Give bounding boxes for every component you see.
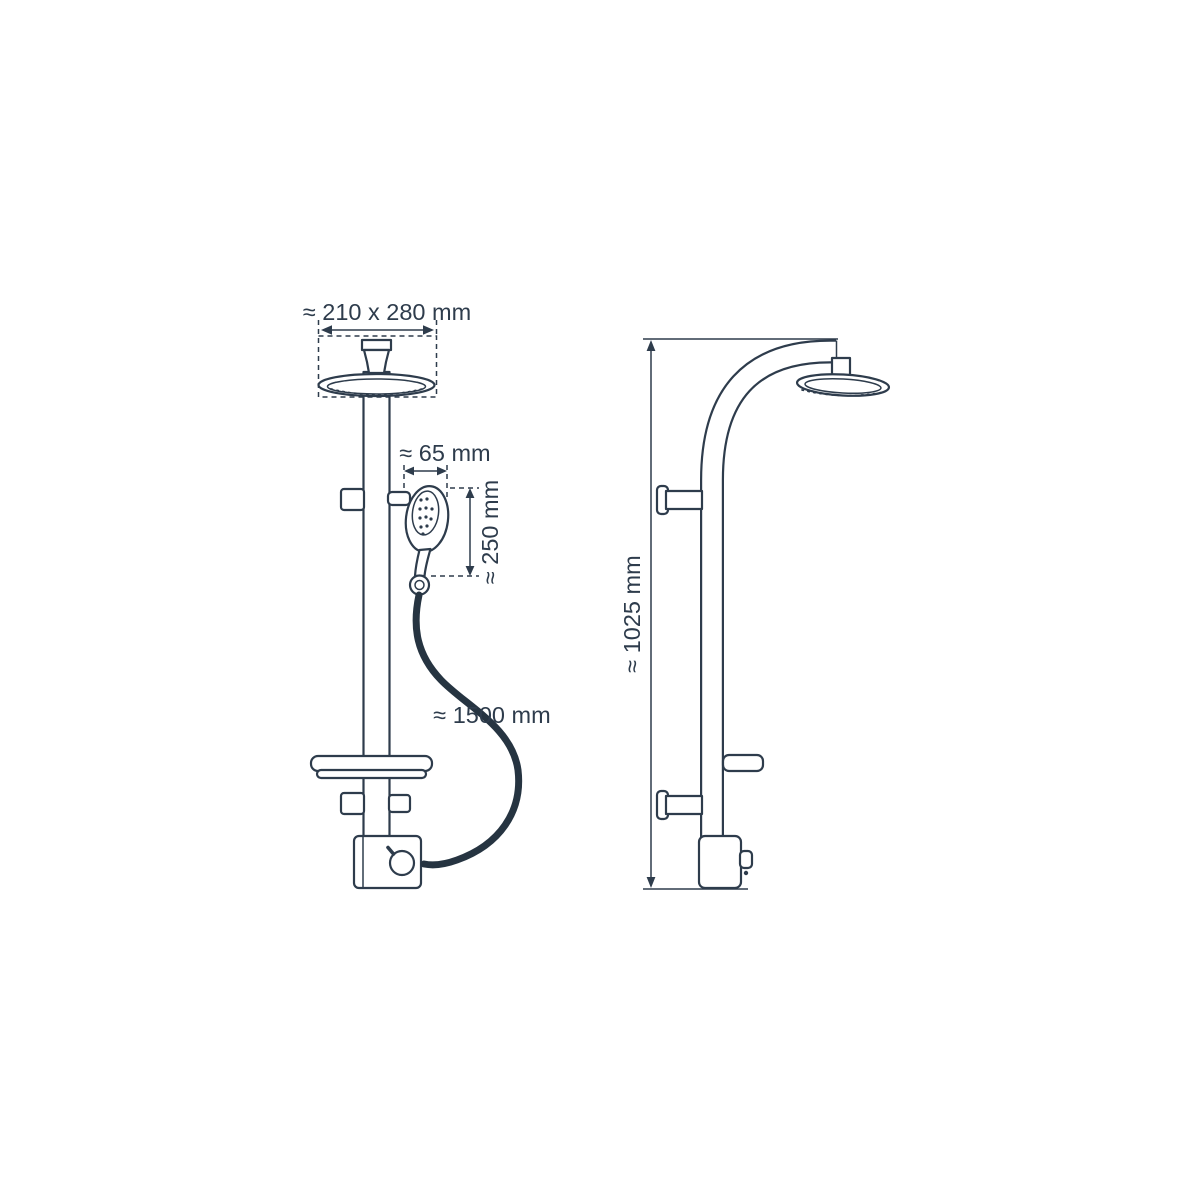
mixer-valve-front [352,834,423,890]
arrowhead-right [437,466,447,476]
hose-length-label: ≈ 1500 mm [433,702,550,728]
hose-curve [412,591,523,869]
front-view: ≈ 210 x 280 mm [303,299,551,890]
pipe-fill [702,341,836,880]
hand-width-label: ≈ 65 mm [399,440,490,466]
hand-shower [404,485,450,596]
wall-bracket-upper-front [339,487,366,512]
wall-bracket-upper-side [655,484,704,516]
rain-head-rim-side [804,377,882,395]
mixer-valve-side [697,834,754,890]
rain-head-rim [326,378,427,395]
hand-length-label: ≈ 250 mm [477,480,503,584]
valve-detail-dot [743,870,749,876]
arrowhead-left [404,466,414,476]
rain-shower-head-front [317,338,436,398]
pipe-outline [700,339,836,880]
shower-hose: ≈ 1500 mm [412,591,551,869]
valve-lever [386,845,396,856]
arrowhead-top [465,488,475,498]
valve-knob-side [738,849,754,870]
hand-shower-nozzles [418,497,434,536]
wall-bracket-lower-side [655,789,704,821]
dimension-total-height: ≈ 1025 mm [619,338,838,890]
side-view: ≈ 1025 mm [619,338,891,890]
dimension-overhead-size: ≈ 210 x 280 mm [303,299,471,398]
arrowhead-left [321,325,332,335]
overhead-size-label: ≈ 210 x 280 mm [303,299,471,325]
shelf-front [309,754,434,773]
head-mount-cone [362,348,391,375]
arrowhead-bottom [465,566,475,576]
hand-shower-holder [386,490,412,507]
arrowhead-bottom [646,877,656,888]
shower-pipe-side [700,339,838,880]
arrowhead-top [646,340,656,351]
wall-bracket-lower-front [339,791,366,816]
dashed-envelope-box [317,335,438,398]
bracket-arm [664,489,704,511]
valve-knob [388,849,416,877]
hose-nut-inner [414,579,425,591]
shelf-side [721,753,765,773]
rain-head-nozzles-side [801,389,885,397]
arrowhead-right [423,325,434,335]
hand-shower-handle [413,547,432,578]
shelf-front-lip [315,768,428,780]
total-height-label: ≈ 1025 mm [619,555,645,672]
dimension-hand-shower-length: ≈ 250 mm [431,480,503,584]
valve-body-side [697,834,743,890]
rain-shower-head-side [795,356,891,397]
rain-head-disc [317,372,436,398]
head-mount-cap [360,338,393,352]
bracket-arm [664,794,704,816]
dimension-hand-shower-width: ≈ 65 mm [399,440,491,499]
bracket-clamp-right [387,793,412,814]
